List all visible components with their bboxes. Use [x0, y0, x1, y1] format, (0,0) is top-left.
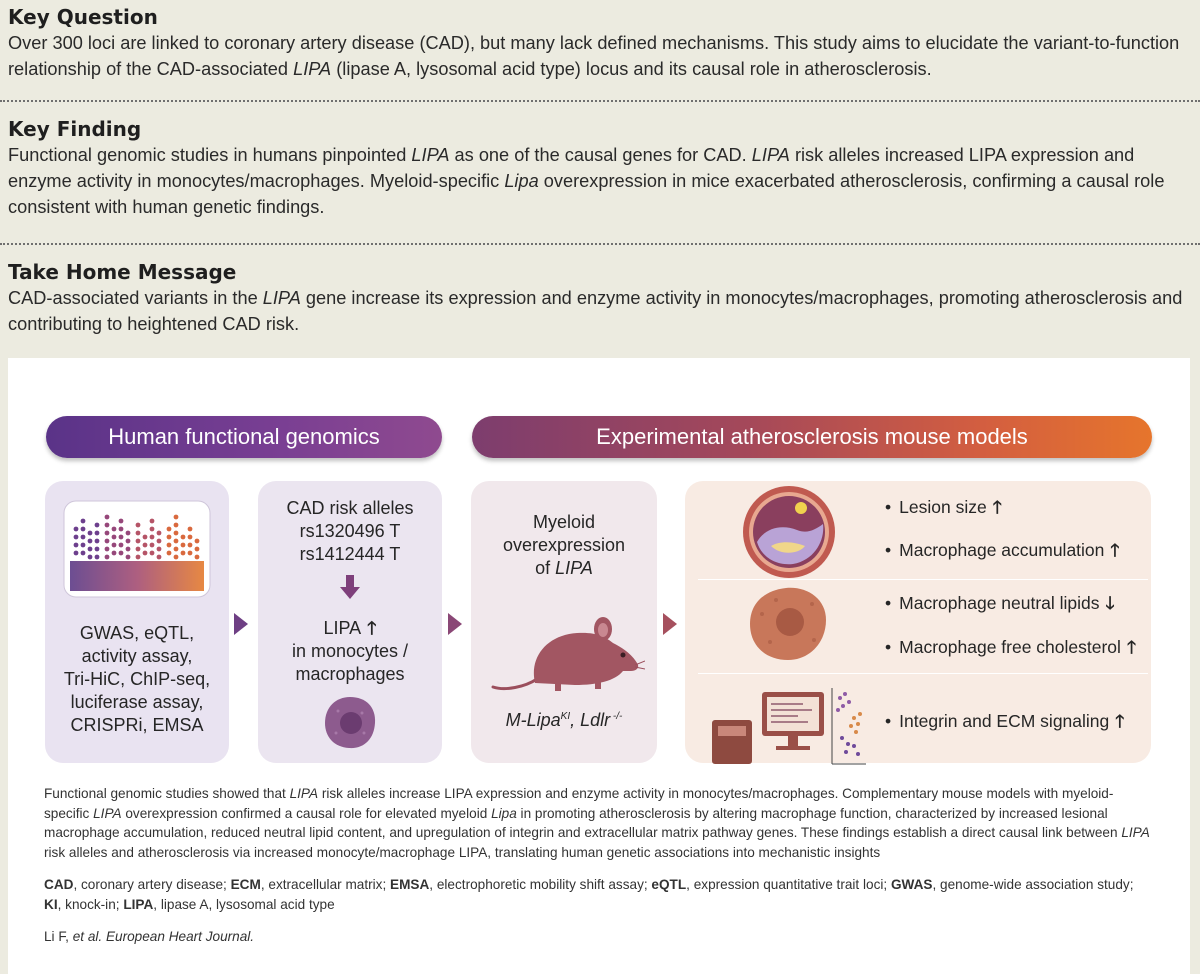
- risk-alleles-list: CAD risk alleles rs1320496 T rs1412444 T: [258, 497, 442, 566]
- model-line: overexpression: [502, 535, 626, 555]
- up-arrow-icon: 🡑: [992, 497, 1002, 517]
- graphical-abstract-panel: Human functional genomics Experimental a…: [8, 358, 1190, 974]
- mouse-model-card: Myeloid overexpression of LIPA M-LipaKI,…: [471, 481, 657, 763]
- take-home-section: Take Home Message CAD-associated variant…: [0, 259, 1200, 337]
- method-line: Tri-HiC, ChIP-seq,: [63, 669, 211, 689]
- flow-arrow-icon: [234, 613, 248, 635]
- up-arrow-icon: 🡑: [1115, 711, 1125, 731]
- result-free-cholesterol: •Macrophage free cholesterol🡑: [885, 637, 1137, 657]
- allele-line: rs1412444 T: [299, 544, 401, 564]
- monocyte-cell-icon: [325, 697, 376, 749]
- result-lesion-size: •Lesion size🡑: [885, 497, 1002, 517]
- mouse-models-banner: Experimental atherosclerosis mouse model…: [472, 416, 1152, 458]
- lipa-up-line: LIPA🡑: [323, 618, 377, 638]
- model-line: of LIPA: [535, 558, 593, 578]
- sequencer-computer-icon: [712, 688, 866, 765]
- key-finding-body: Functional genomic studies in humans pin…: [8, 145, 1165, 217]
- gwas-manhattan-plot-icon: [63, 500, 211, 598]
- key-question-title: Key Question: [8, 5, 158, 29]
- citation: Li F, et al. European Heart Journal.: [44, 929, 255, 944]
- lipa-result: LIPA🡑 in monocytes / macrophages: [258, 617, 442, 686]
- human-genomics-banner: Human functional genomics: [46, 416, 442, 458]
- up-arrow-icon: 🡑: [367, 618, 377, 638]
- key-finding-section: Key Finding Functional genomic studies i…: [0, 116, 1200, 220]
- take-home-body: CAD-associated variants in the LIPA gene…: [8, 288, 1183, 334]
- result-neutral-lipids: •Macrophage neutral lipids🡓: [885, 593, 1115, 613]
- genomics-methods-list: GWAS, eQTL, activity assay, Tri-HiC, ChI…: [45, 622, 229, 737]
- section-divider: [0, 243, 1200, 245]
- myeloid-overexpression-text: Myeloid overexpression of LIPA: [471, 511, 657, 580]
- genomics-methods-card: GWAS, eQTL, activity assay, Tri-HiC, ChI…: [45, 481, 229, 763]
- key-question-section: Key Question Over 300 loci are linked to…: [0, 4, 1200, 82]
- take-home-title: Take Home Message: [8, 260, 237, 284]
- mouse-icon: [491, 617, 645, 691]
- row-divider: [698, 673, 1148, 674]
- model-line: Myeloid: [532, 512, 596, 532]
- key-finding-title: Key Finding: [8, 117, 142, 141]
- section-divider: [0, 100, 1200, 102]
- key-question-body: Over 300 loci are linked to coronary art…: [8, 33, 1180, 79]
- result-line: in monocytes /: [291, 641, 409, 661]
- up-arrow-icon: 🡑: [1126, 637, 1137, 657]
- result-integrin-ecm: •Integrin and ECM signaling🡑: [885, 711, 1125, 731]
- row-divider: [698, 579, 1148, 580]
- result-macrophage-accumulation: •Macrophage accumulation🡑: [885, 540, 1120, 560]
- down-arrow-icon: 🡓: [1105, 593, 1115, 613]
- artery-lesion-icon: [743, 486, 835, 578]
- flow-arrow-icon: [663, 613, 677, 635]
- result-line: macrophages: [295, 664, 405, 684]
- macrophage-cell-icon: [750, 587, 826, 660]
- risk-alleles-card: CAD risk alleles rs1320496 T rs1412444 T…: [258, 481, 442, 763]
- method-line: GWAS, eQTL,: [79, 623, 195, 643]
- down-arrow-icon: [340, 575, 360, 599]
- method-line: luciferase assay,: [70, 692, 204, 712]
- up-arrow-icon: 🡑: [1110, 540, 1120, 560]
- flow-arrow-icon: [448, 613, 462, 635]
- allele-line: rs1320496 T: [299, 521, 401, 541]
- abbreviations: CAD, coronary artery disease; ECM, extra…: [44, 877, 1134, 912]
- method-line: activity assay,: [81, 646, 193, 666]
- risk-alleles-heading: CAD risk alleles: [286, 498, 414, 518]
- method-line: CRISPRi, EMSA: [70, 715, 204, 735]
- figure-caption: Functional genomic studies showed that L…: [44, 786, 1150, 860]
- mouse-model-genotype: M-LipaKI, Ldlr -/-: [505, 710, 623, 730]
